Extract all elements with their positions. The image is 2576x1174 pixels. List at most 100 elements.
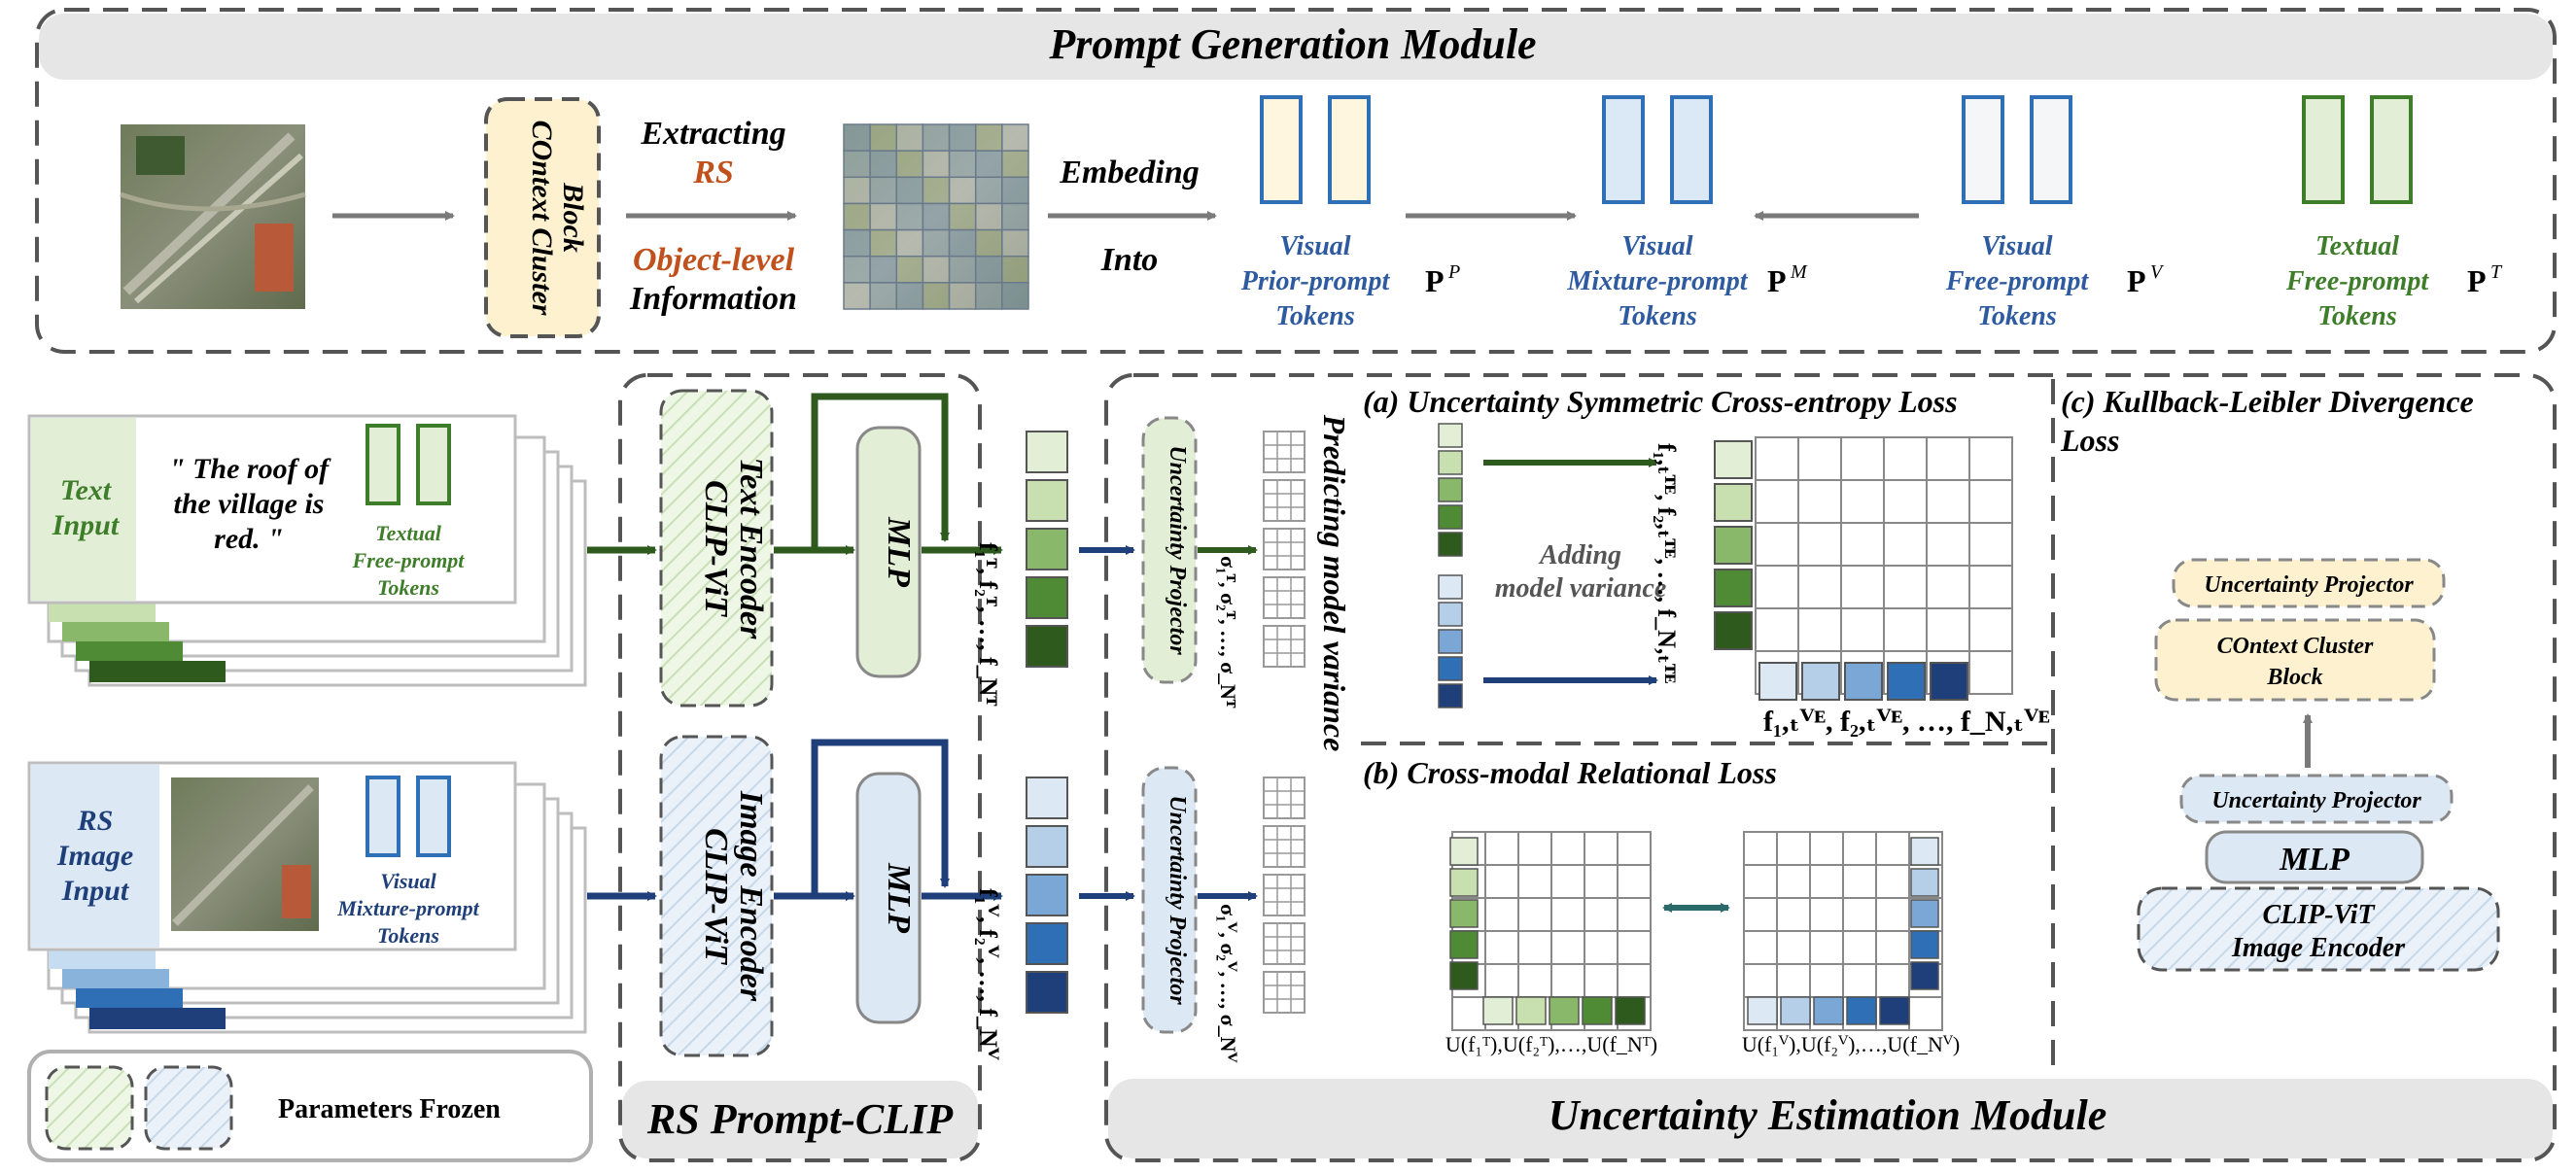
patch-cell <box>922 150 951 179</box>
rs-prompt-clip: RS Prompt-CLIP CLIP-ViT Text Encoder CLI… <box>618 373 1003 1162</box>
patch-cell <box>843 202 871 231</box>
text-caption-1: " The roof of <box>169 453 331 485</box>
patch-cell <box>843 176 871 205</box>
variance-grid <box>1263 625 1305 668</box>
image-encoder-label-2: Image Encoder <box>733 790 769 1002</box>
legend-label: Parameters Frozen <box>278 1094 501 1124</box>
f-te-label: f₁,ₜᵀᴱ, f₂,ₜᵀᴱ, …, f_N,ₜᵀᴱ <box>1653 443 1681 683</box>
b-image-matrix-cell <box>1842 864 1877 899</box>
patch-cell <box>843 255 871 284</box>
patch-cell <box>948 282 977 310</box>
b-image-matrix-cell <box>1842 831 1877 866</box>
image-input-label-2: Image <box>56 840 133 872</box>
variance-grid <box>1263 479 1305 522</box>
b-text-row-feature <box>1449 868 1479 897</box>
into-label: Into <box>1100 242 1159 278</box>
image-input-label-3: Input <box>61 875 130 907</box>
b-image-matrix-cell <box>1743 963 1778 998</box>
uem-title: Uncertainty Estimation Module <box>1549 1091 2107 1139</box>
b-text-matrix-cell <box>1517 963 1552 998</box>
context-cluster-block-line2: Block <box>557 182 589 253</box>
patch-cell <box>869 150 898 179</box>
satellite-image <box>120 124 306 309</box>
patch-cell <box>974 123 1003 152</box>
b-text-row-feature <box>1449 930 1479 959</box>
patch-cell <box>869 282 898 310</box>
patch-cell <box>869 176 898 205</box>
prompt-generation-module: Prompt Generation Module COntext Cluster… <box>35 8 2557 354</box>
patch-cell <box>895 150 924 179</box>
prompt-token-bar <box>1962 95 2004 204</box>
a-matrix-cell <box>1755 479 1799 524</box>
b-image-col-feature <box>1846 996 1877 1025</box>
b-text-matrix-cell <box>1584 864 1619 899</box>
b-image-matrix-cell <box>1842 930 1877 965</box>
token-label: Free-prompt <box>1945 266 2089 296</box>
c-cc-block-1: COntext Cluster <box>2217 634 2374 659</box>
text-caption-2: the village is <box>174 488 325 520</box>
a-image-feature <box>1438 683 1463 708</box>
b-image-matrix-cell <box>1809 963 1844 998</box>
token-label: Textual <box>2315 231 2399 261</box>
image-tokens-label-1: Visual <box>380 869 436 893</box>
patch-cell <box>869 228 898 258</box>
patch-cell <box>922 176 951 205</box>
patch-cell <box>895 176 924 205</box>
image-mlp-label: MLP <box>881 862 917 933</box>
a-col-feature <box>1758 662 1797 701</box>
sigma-text-label: σ₁ᵀ, σ₂ᵀ, …, σ_Nᵀ <box>1216 556 1240 708</box>
a-row-feature <box>1714 569 1753 607</box>
patch-cell <box>922 228 951 258</box>
token-label: Tokens <box>1977 301 2057 331</box>
b-text-matrix-cell <box>1617 864 1652 899</box>
token-symbol: P <box>1425 263 1445 298</box>
image-feature-label: f₁ⱽ, f₂ⱽ, …, f_Nⱽ <box>974 888 1002 1060</box>
token-symbol-sup: T <box>2490 261 2503 283</box>
a-matrix-cell <box>1840 607 1885 652</box>
a-matrix-cell <box>1755 607 1799 652</box>
u-visual-label: U(f₁ⱽ),U(f₂ⱽ),…,U(f_Nⱽ) <box>1742 1032 1960 1056</box>
b-text-col-feature <box>1515 996 1547 1025</box>
a-matrix-cell <box>1883 522 1928 567</box>
patch-cell <box>948 123 977 152</box>
b-image-matrix-cell <box>1842 963 1877 998</box>
b-image-matrix-cell <box>1743 831 1778 866</box>
patch-cell <box>869 202 898 231</box>
text-encoder-label-1: CLIP-ViT <box>698 480 734 617</box>
a-image-feature <box>1438 574 1463 600</box>
b-text-matrix-cell <box>1484 864 1519 899</box>
patch-cell <box>1001 150 1029 179</box>
b-text-matrix-cell <box>1484 897 1519 932</box>
a-text-feature <box>1438 423 1463 448</box>
b-text-matrix-cell <box>1584 831 1619 866</box>
information-label: Information <box>629 281 797 317</box>
token-symbol-sup: M <box>1790 261 1808 283</box>
patch-cell <box>974 255 1003 284</box>
prompt-token-bar <box>2302 95 2345 204</box>
a-matrix-cell <box>1840 522 1885 567</box>
patch-cell <box>895 255 924 284</box>
a-matrix-cell <box>1968 650 2013 695</box>
b-image-matrix-cell <box>1809 930 1844 965</box>
patch-cell <box>895 123 924 152</box>
image-feature-square <box>1026 874 1068 916</box>
a-matrix-cell <box>1883 607 1928 652</box>
patch-cell <box>895 202 924 231</box>
patch-cell <box>974 150 1003 179</box>
b-image-matrix-cell <box>1809 897 1844 932</box>
token-symbol-sup: V <box>2150 261 2165 283</box>
a-matrix-cell <box>1840 436 1885 481</box>
a-text-feature <box>1438 477 1463 502</box>
rs-label: RS <box>692 155 734 190</box>
b-text-col-feature <box>1582 996 1613 1025</box>
b-text-matrix-cell <box>1550 897 1585 932</box>
a-text-feature <box>1438 532 1463 557</box>
a-matrix-cell <box>1926 522 1970 567</box>
token-label: Tokens <box>1275 301 1355 331</box>
patch-cell <box>869 123 898 152</box>
b-image-matrix-cell <box>1743 864 1778 899</box>
image-feature-square <box>1026 971 1068 1014</box>
token-label: Visual <box>1981 231 2052 261</box>
text-input-stack: Text Input " The roof of the village is … <box>27 414 587 687</box>
